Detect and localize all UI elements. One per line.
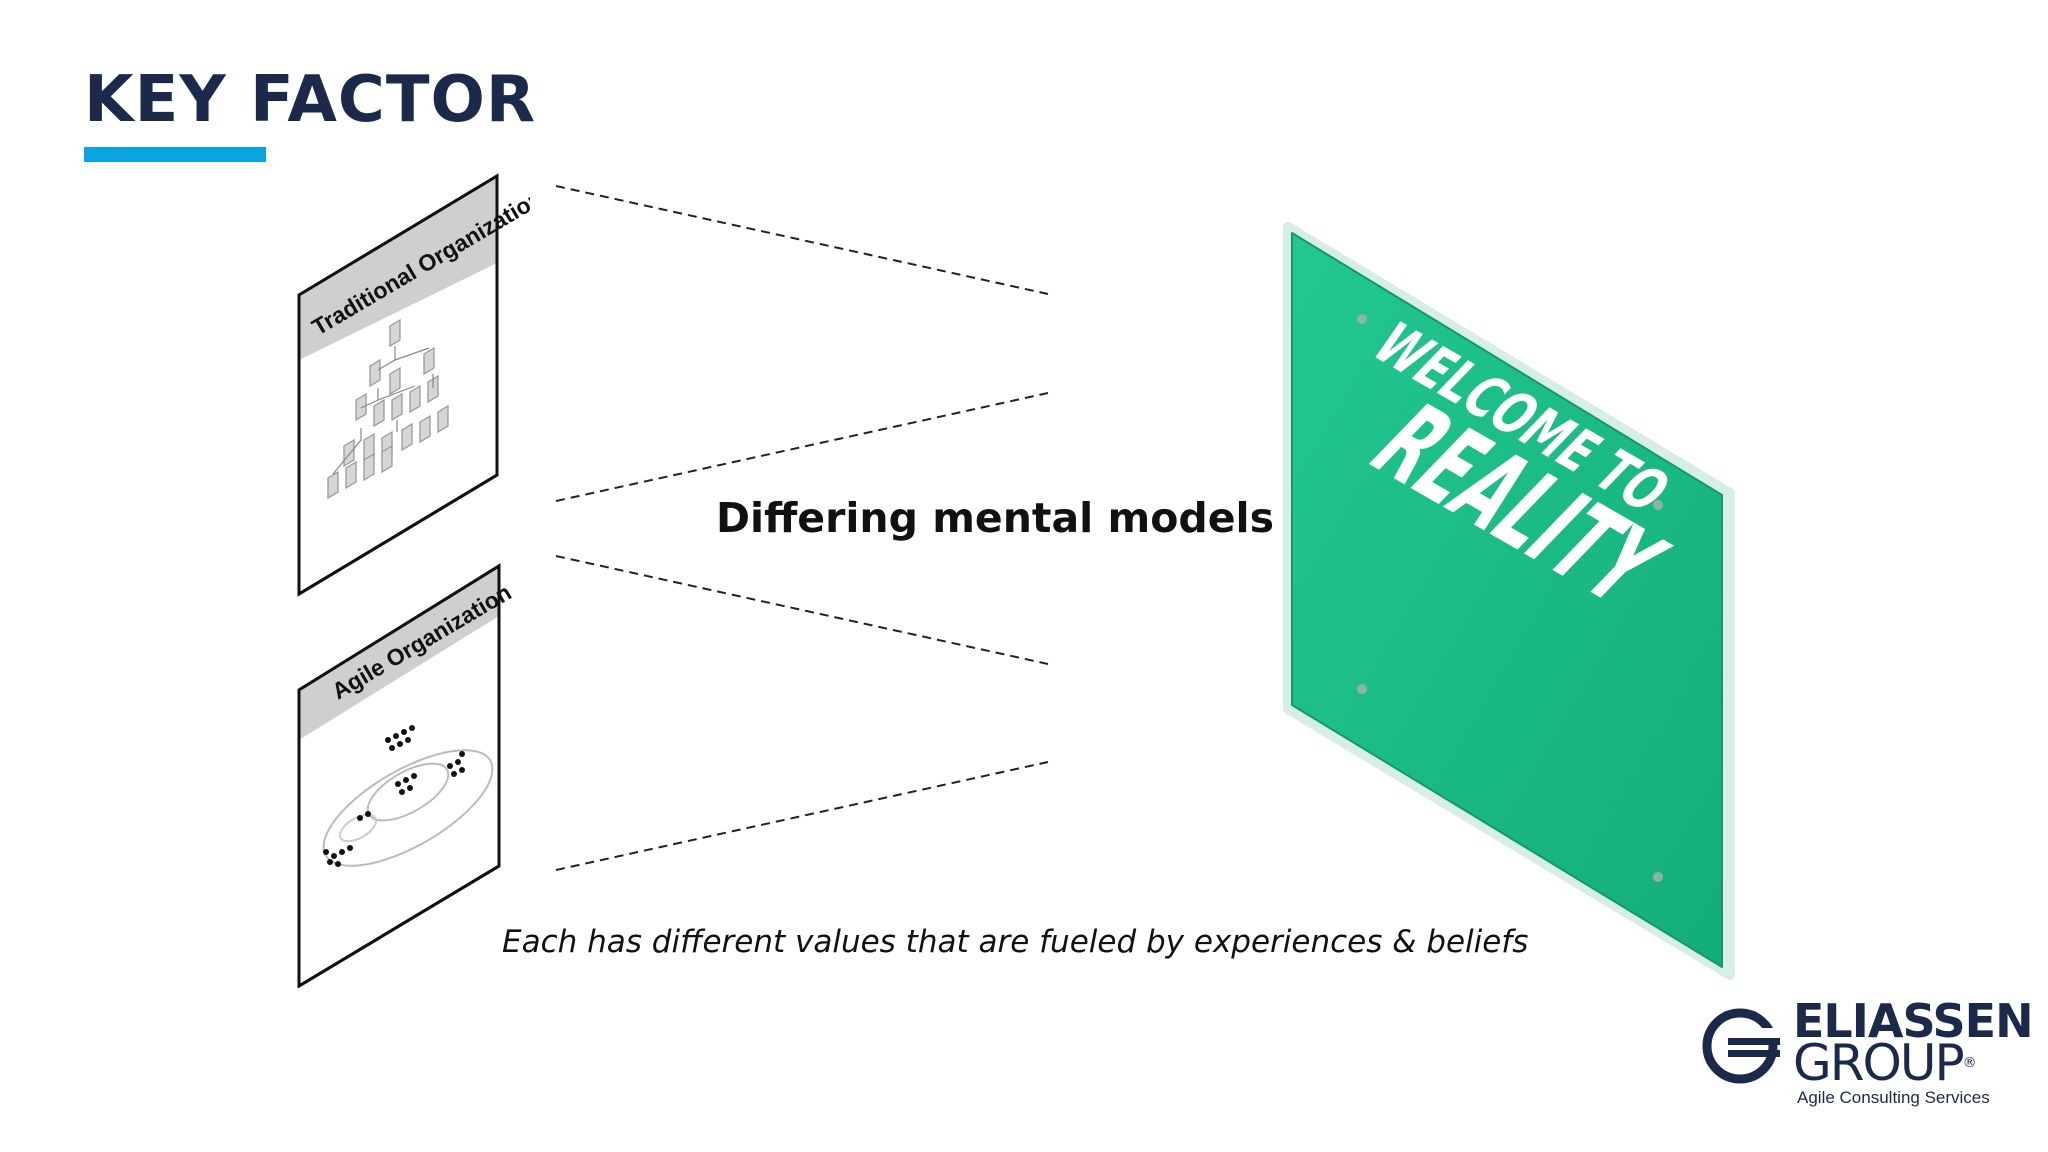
logo-name-line1: ELIASSEN [1793,994,2034,1048]
logo-name-line2: GROUP® [1793,1034,1977,1092]
logo-group-text: GROUP [1793,1034,1965,1092]
organization-cards: Traditional Organization [297,173,530,988]
title-underline [84,147,266,162]
welcome-sign: WELCOME TO REALITY [1283,222,1735,980]
dashed-line [555,761,1049,871]
agile-organization-card: Agile Organization [297,563,516,988]
traditional-organization-card: Traditional Organization [297,173,530,597]
dashed-line [555,555,1049,665]
eliassen-logo-icon [1702,1008,1780,1084]
slide-title: KEY FACTOR [84,63,537,137]
center-heading: Differing mental models [716,494,1275,542]
dashed-line [555,185,1049,295]
eliassen-group-logo: ELIASSEN GROUP® Agile Consulting Service… [1700,996,2034,1114]
registered-mark: ® [1962,1055,1977,1071]
dashed-line [555,392,1049,502]
perspective-lines [555,185,1049,871]
org-chart-icon [327,318,449,500]
logo-tagline: Agile Consulting Services [1797,1088,1990,1107]
agile-teams-icon [322,725,494,867]
caption-text: Each has different values that are fuele… [502,924,1529,960]
